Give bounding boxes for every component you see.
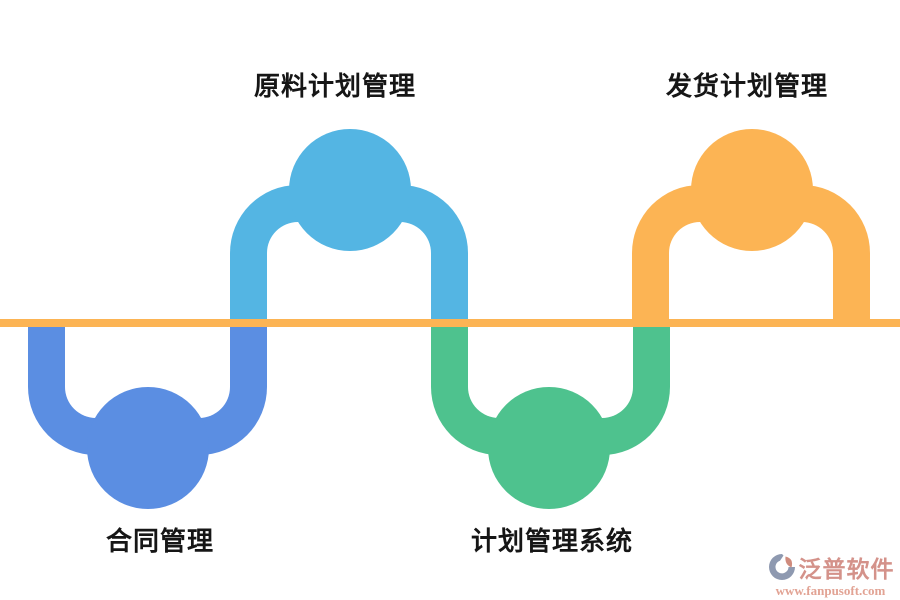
node-label-plan-management-system: 计划管理系统 — [470, 527, 633, 557]
watermark: 泛普软件 www.fanpusoft.com — [763, 550, 898, 599]
baseline — [0, 319, 900, 327]
watermark-brand: 泛普软件 — [798, 557, 895, 583]
node-label-raw-material-plan: 原料计划管理 — [253, 72, 416, 102]
node-circle-contract-management — [87, 387, 209, 509]
node-label-contract-management: 合同管理 — [105, 527, 214, 557]
node-circle-raw-material-plan — [289, 129, 411, 251]
watermark-url: www.fanpusoft.com — [775, 583, 886, 598]
node-circle-plan-management-system — [488, 387, 610, 509]
node-circle-shipment-plan — [691, 129, 813, 251]
fanpu-logo-icon — [767, 552, 797, 582]
node-label-shipment-plan: 发货计划管理 — [665, 72, 828, 102]
